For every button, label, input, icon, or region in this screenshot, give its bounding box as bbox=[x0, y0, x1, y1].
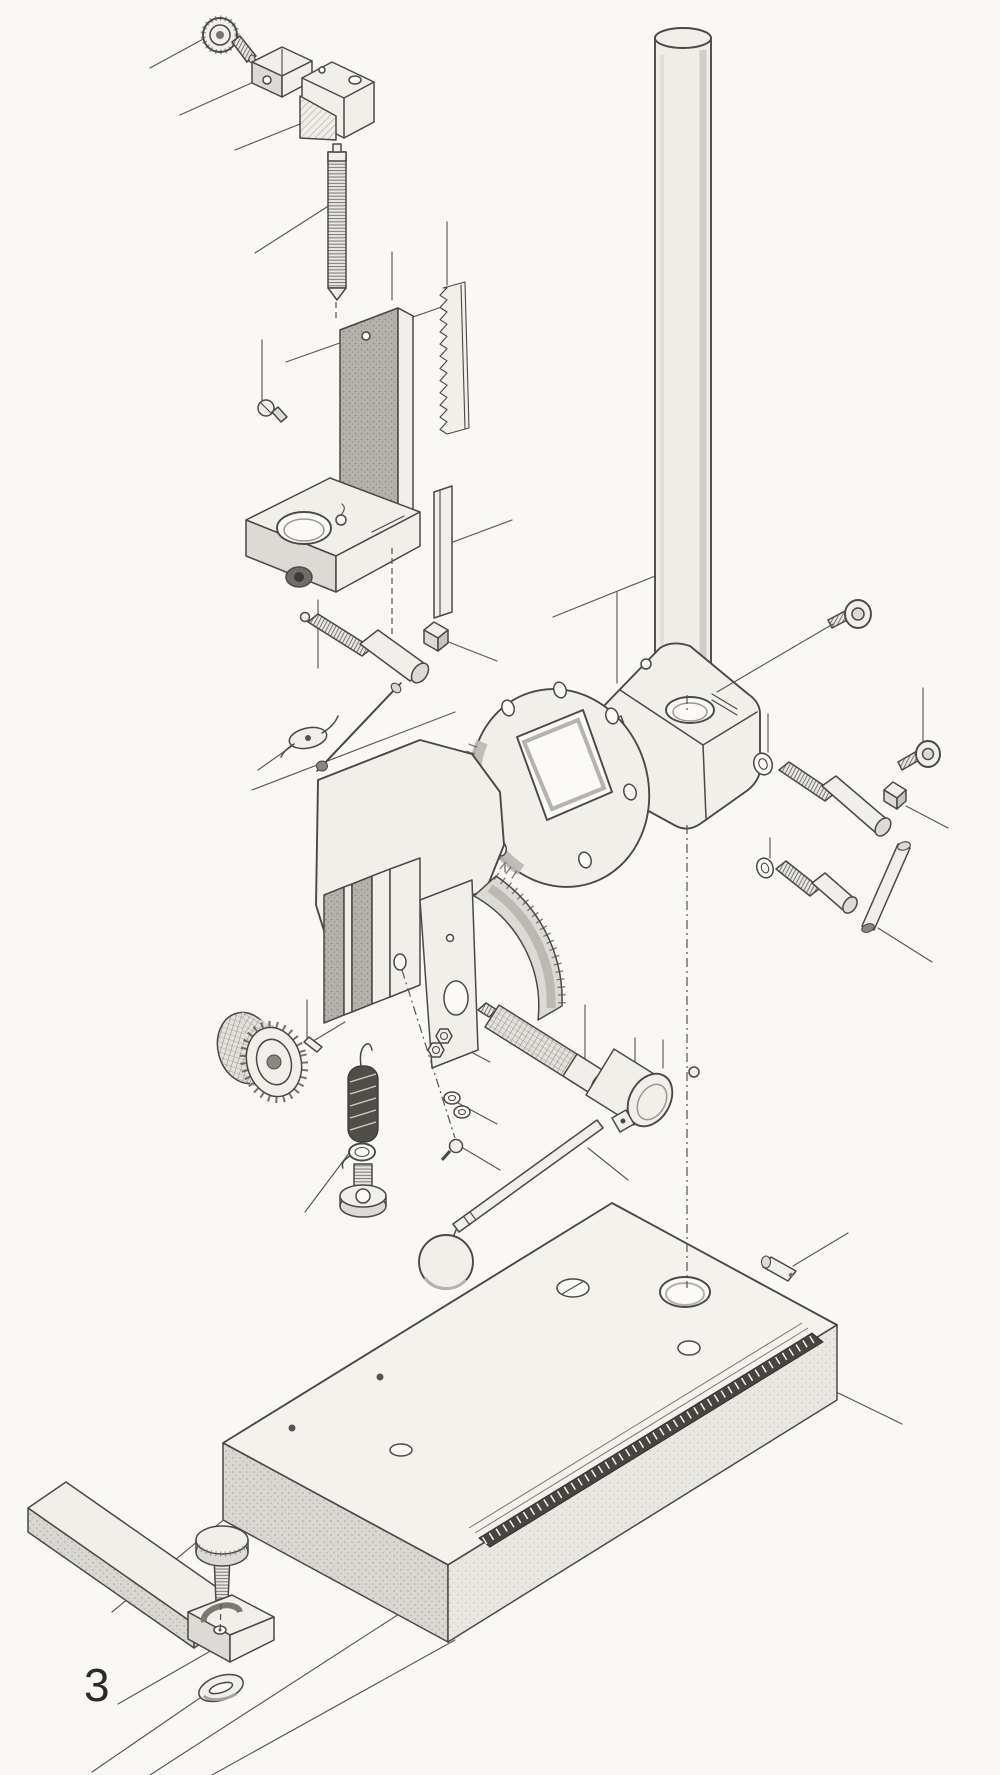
oval-hole-2 bbox=[389, 1443, 413, 1457]
swivel-scale-segment bbox=[473, 872, 567, 1021]
locating-pin bbox=[760, 1255, 797, 1282]
square-nut bbox=[423, 621, 449, 652]
washer-2 bbox=[755, 857, 775, 879]
slotted-screw-hole bbox=[556, 1278, 590, 1298]
base-ruler-scale bbox=[468, 1322, 824, 1548]
column-hole bbox=[659, 1276, 711, 1308]
guide-strip bbox=[433, 485, 453, 619]
return-spring bbox=[347, 1043, 379, 1143]
mid-plate bbox=[389, 857, 421, 998]
depth-stop-bracket bbox=[299, 61, 375, 141]
threaded-stud bbox=[778, 761, 892, 837]
clamp-stud bbox=[299, 611, 430, 684]
dowel-hole bbox=[376, 1373, 384, 1381]
center-lines bbox=[219, 302, 688, 1635]
cam-lever bbox=[280, 715, 339, 758]
detent-ball bbox=[688, 1066, 700, 1078]
square-nut-2 bbox=[883, 781, 907, 810]
washer bbox=[752, 752, 774, 776]
gear-pin bbox=[303, 1036, 323, 1053]
spring-hook-ring bbox=[341, 1142, 376, 1169]
pinion-gear bbox=[216, 1011, 309, 1104]
clamp-rod bbox=[861, 841, 911, 933]
fence-clamp-block bbox=[187, 1594, 275, 1663]
gear-rack bbox=[439, 281, 470, 435]
v-groove-plates bbox=[323, 868, 391, 1024]
leader-lines-over bbox=[716, 623, 834, 693]
mounting-flange-ring bbox=[461, 681, 651, 888]
knurled-clamp-knob bbox=[200, 15, 257, 64]
ball-detent-screw bbox=[440, 1138, 464, 1161]
handle-ball bbox=[418, 1234, 474, 1290]
shoulder-screw bbox=[339, 1163, 387, 1218]
feed-handle-rod bbox=[451, 1119, 604, 1241]
pivot-pin bbox=[316, 682, 402, 772]
fixing-screw bbox=[257, 399, 288, 423]
carriage-body bbox=[315, 739, 567, 1069]
hex-nuts-and-washers bbox=[427, 1028, 471, 1119]
support-column bbox=[654, 27, 712, 683]
bracket-foot bbox=[245, 477, 421, 593]
oval-hole bbox=[677, 1340, 701, 1356]
handle-hub bbox=[585, 1048, 674, 1133]
figure-number-label: 3 bbox=[84, 1659, 110, 1711]
base-plate bbox=[222, 1202, 838, 1643]
slotted-link-plate bbox=[198, 1673, 244, 1703]
socket-head-screw-2 bbox=[897, 740, 941, 771]
socket-head-screw bbox=[827, 599, 872, 629]
threaded-stud-2 bbox=[775, 860, 858, 914]
threaded-rod bbox=[327, 143, 347, 301]
clamp-jaw-block bbox=[251, 46, 313, 98]
dowel-hole-2 bbox=[288, 1424, 296, 1432]
front-plate bbox=[419, 879, 479, 1069]
